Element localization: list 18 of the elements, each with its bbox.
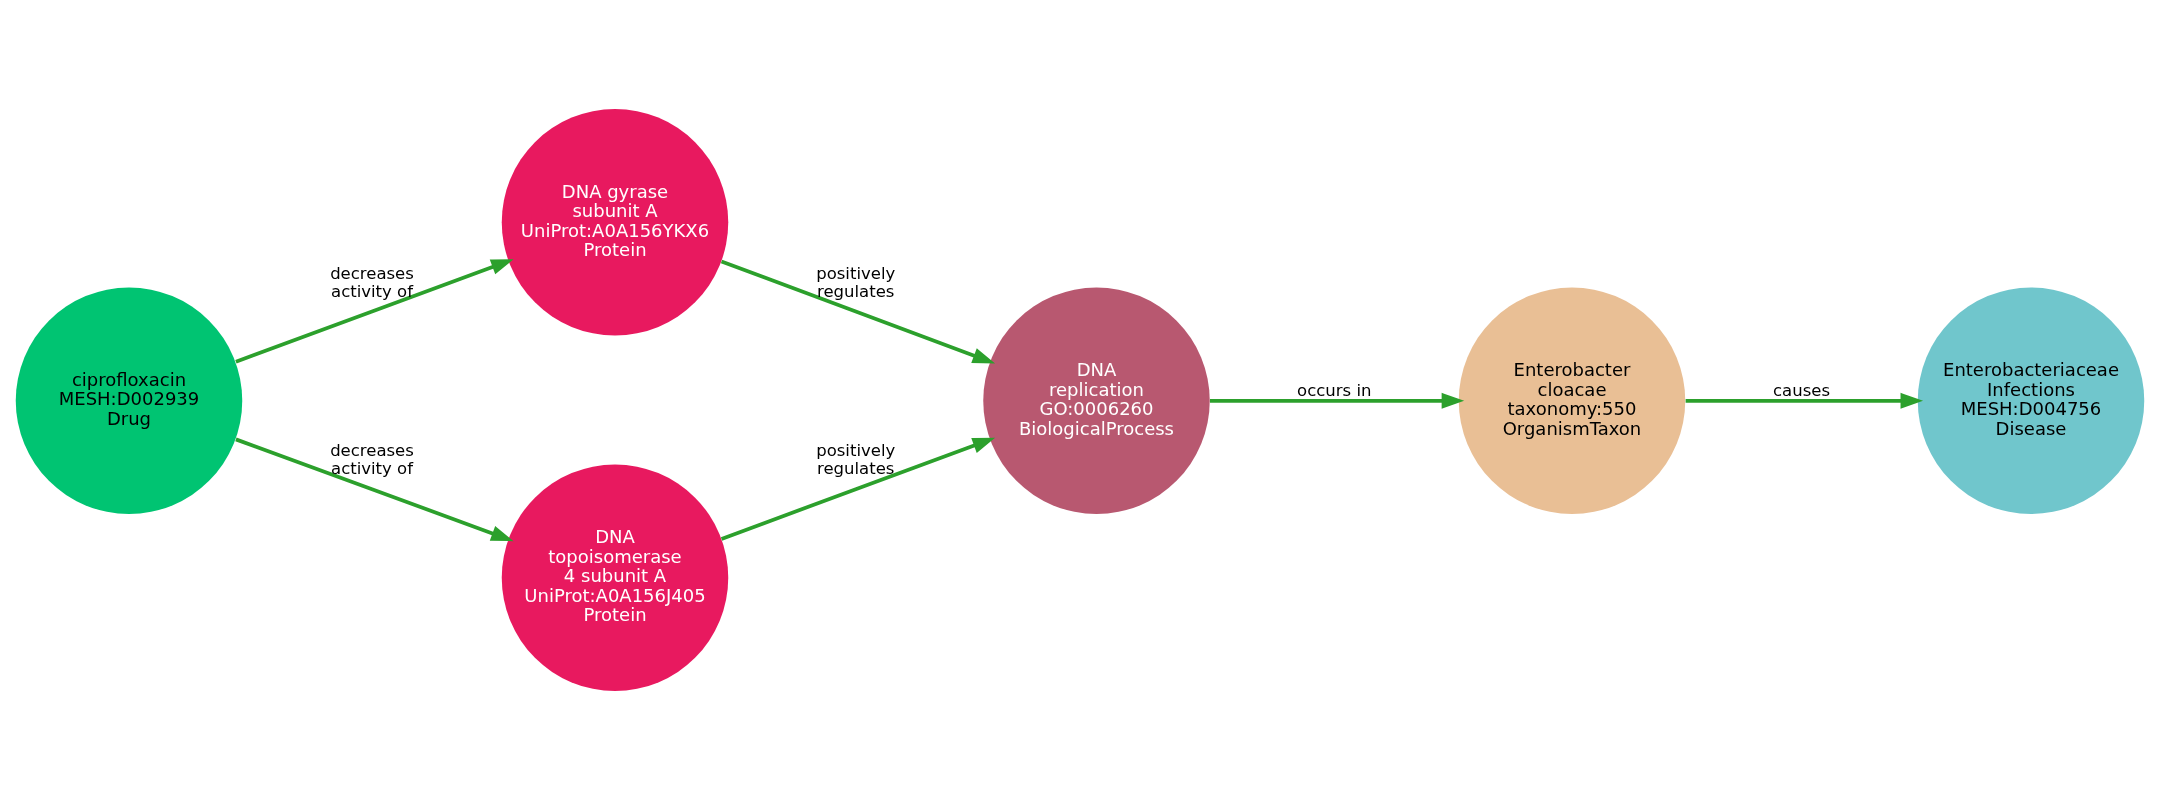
arrow — [235, 437, 514, 542]
node-circle: ciprofloxacin MESH:D002939 Drug — [15, 287, 243, 514]
edge-label: decreases activity of — [330, 440, 414, 478]
edge-label: occurs in — [1297, 380, 1372, 400]
edge-label: positively regulates — [816, 263, 896, 301]
arrow — [720, 437, 996, 541]
node-circle: DNA gyrase subunit A UniProt:A0A156YKX6 Protein — [501, 109, 729, 336]
arrow — [1209, 392, 1465, 409]
edge-label: causes — [1773, 380, 1830, 400]
node-circle: Enterobacteriaceae Infections MESH:D004756 Disease — [1917, 287, 2145, 514]
node-circle: DNA topoisomerase 4 subunit A UniProt:A0A156J405 Protein — [501, 464, 729, 691]
edge-label: positively regulates — [816, 440, 896, 478]
arrow — [1685, 392, 1924, 409]
arrow — [235, 259, 514, 364]
edge-label: decreases activity of — [330, 263, 414, 301]
arrow — [720, 259, 996, 364]
node-circle: DNA replication GO:0006260 BiologicalProcess — [983, 287, 1210, 514]
node-circle: Enterobacter cloacae taxonomy:550 OrganismTaxon — [1458, 287, 1686, 514]
